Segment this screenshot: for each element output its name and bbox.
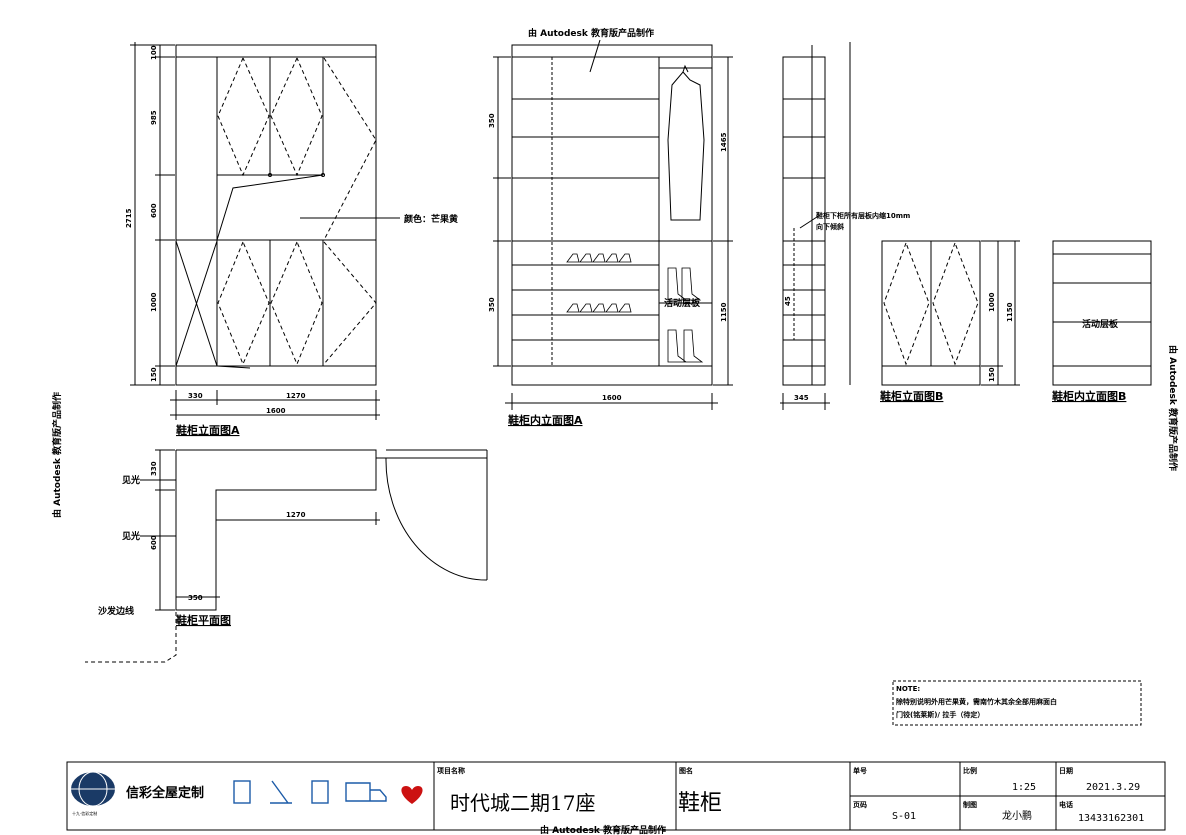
dim-ia-1600: 1600 [602, 394, 622, 402]
plan-dim-350: 350 [188, 594, 203, 602]
page-label: 页码 [853, 801, 867, 809]
dim-a-100: 100 [150, 45, 158, 60]
scale-value: 1:25 [1012, 782, 1036, 793]
project-label: 项目名称 [437, 766, 465, 775]
dim-ia-1150: 1150 [720, 302, 728, 322]
label-shelf-b: 活动层板 [1082, 318, 1119, 330]
dim-ia-1465: 1465 [720, 132, 728, 152]
color-note: 颜色：芒果黄 [404, 213, 458, 225]
label-shelf-a: 活动层板 [664, 297, 701, 309]
clipboard-icon [311, 780, 329, 804]
company-logo [71, 771, 115, 807]
date-value: 2021.3.29 [1086, 782, 1140, 793]
plan-light-1: 见光 [122, 474, 140, 486]
order-label: 单号 [853, 766, 867, 775]
dim-a-1270: 1270 [286, 392, 306, 400]
dim-a-1000: 1000 [150, 292, 158, 312]
elevation-a [130, 42, 400, 420]
dim-side-45: 45 [784, 296, 792, 306]
elevation-b [881, 240, 1020, 386]
page-value: S-01 [892, 811, 916, 822]
title-interior-b: 鞋柜内立面图B [1052, 389, 1126, 403]
drawn-value: 龙小鹏 [1002, 809, 1032, 822]
dim-a-600: 600 [150, 203, 158, 218]
project-name: 时代城二期17座 [450, 791, 595, 815]
dim-ia-350-top: 350 [488, 113, 496, 128]
side-note-1: 鞋柜下柜所有层板内缩10mm [816, 211, 910, 220]
phone-value: 13433162301 [1078, 813, 1144, 824]
company-sub: 十九·信彩定制 [72, 810, 97, 816]
heart-icon [401, 786, 423, 804]
plan-dim-330: 330 [150, 461, 158, 476]
title-interior-a: 鞋柜内立面图A [508, 413, 583, 427]
interior-b [1052, 240, 1152, 386]
watermark-left: 由 Autodesk 教育版产品制作 [51, 392, 63, 518]
plan-view [85, 449, 488, 663]
note-box [892, 680, 1142, 726]
watermark-top: 由 Autodesk 教育版产品制作 [528, 27, 654, 39]
interior-a [493, 39, 733, 410]
dim-a-985: 985 [150, 110, 158, 125]
dim-b-150: 150 [988, 367, 996, 382]
dim-a-1600: 1600 [266, 407, 286, 415]
plan-sofa-edge: 沙发边线 [98, 605, 134, 617]
dim-b-1150: 1150 [1006, 302, 1014, 322]
dim-a-150: 150 [150, 367, 158, 382]
service-icons [233, 780, 387, 804]
scale-label: 比例 [963, 766, 977, 775]
drawing-name: 鞋柜 [678, 791, 722, 816]
title-plan: 鞋柜平面图 [176, 613, 231, 627]
company-name: 信彩全屋定制 [126, 785, 204, 801]
title-elevation-b: 鞋柜立面图B [880, 389, 943, 403]
side-section [780, 42, 851, 410]
dim-ia-350-bottom: 350 [488, 297, 496, 312]
note-line-1: 除特别说明外用芒果黄，需南竹木其余全部用麻面白 [896, 697, 1057, 706]
watermark-bottom: 由 Autodesk 教育版产品制作 [540, 824, 666, 835]
dim-a-330: 330 [188, 392, 203, 400]
dim-b-1000: 1000 [988, 292, 996, 312]
drawing-label: 图名 [679, 766, 693, 775]
note-title: NOTE: [896, 685, 920, 693]
document-icon [233, 780, 251, 804]
note-line-2: 门铰(铭莱斯)/ 拉手（待定） [896, 710, 984, 719]
plan-light-2: 见光 [122, 530, 140, 542]
side-note-2: 向下倾斜 [816, 222, 844, 231]
dim-a-total: 2715 [125, 208, 133, 228]
dim-side-345: 345 [794, 394, 809, 402]
title-elevation-a: 鞋柜立面图A [176, 423, 240, 437]
drawn-label: 制图 [963, 800, 977, 809]
watermark-right: 由 Autodesk 教育版产品制作 [1167, 345, 1179, 471]
date-label: 日期 [1059, 766, 1073, 775]
pen-icon [270, 780, 292, 804]
title-block [66, 761, 1166, 831]
phone-label: 电话 [1059, 800, 1073, 809]
truck-icon [345, 782, 387, 802]
plan-dim-1270: 1270 [286, 511, 306, 519]
plan-dim-600: 600 [150, 535, 158, 550]
